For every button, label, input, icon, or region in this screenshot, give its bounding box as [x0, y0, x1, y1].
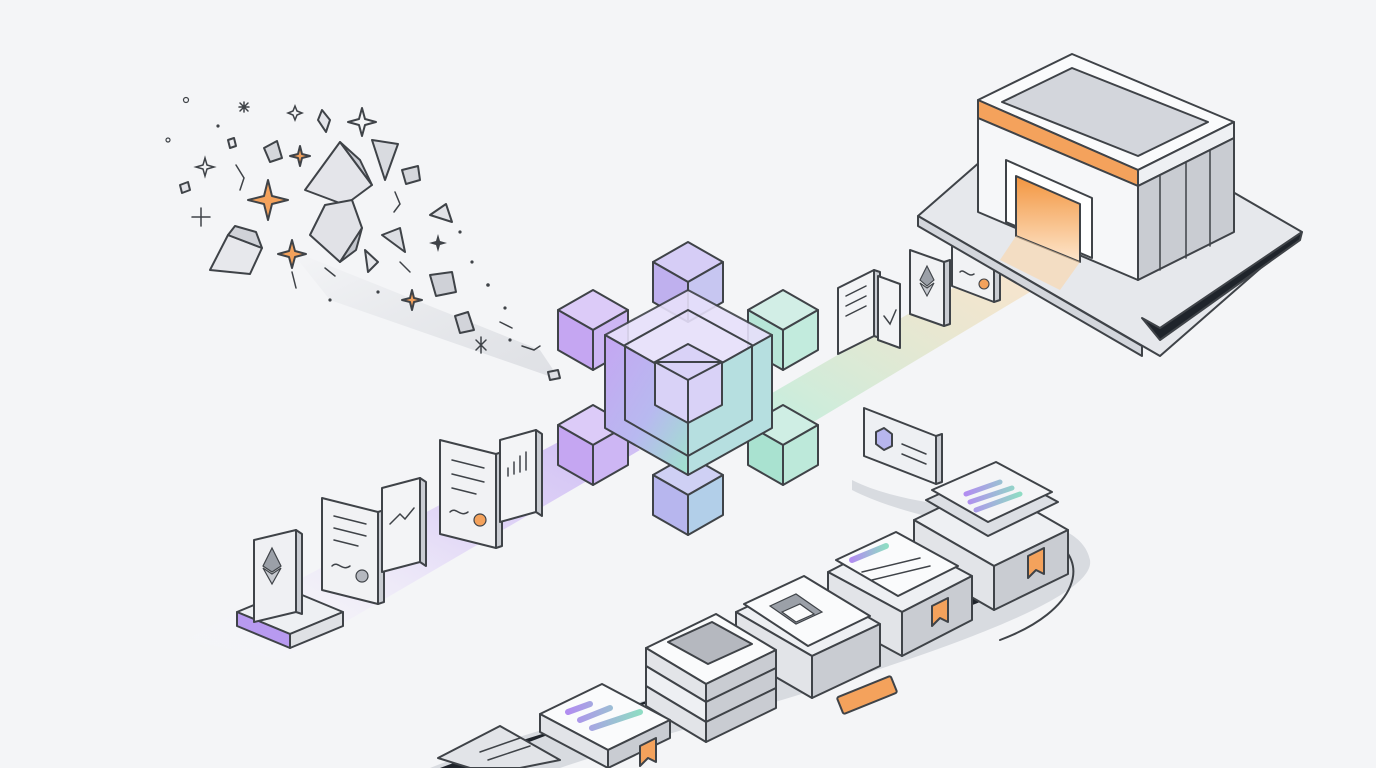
sparkle-icons: [191, 101, 487, 354]
satellite-cube: [557, 289, 629, 371]
debris-particles: [165, 96, 541, 351]
crate: [539, 683, 671, 768]
satellite-cube: [747, 404, 819, 486]
institution-building: [917, 53, 1303, 357]
central-cube-hub: [557, 241, 819, 536]
crate: [913, 461, 1069, 611]
house-icon: [768, 593, 824, 625]
crystal-shards-icon: [179, 109, 561, 381]
ethereum-token-stand: [236, 529, 344, 649]
crate: [827, 531, 973, 657]
ethereum-icon: [262, 546, 282, 586]
chart-card: [381, 477, 427, 573]
crate: [437, 725, 561, 768]
crate: [735, 575, 881, 699]
token-info-card: [863, 407, 943, 485]
certificate-card: [439, 439, 503, 549]
certificate-card: [321, 497, 385, 605]
bank-building-icon: [977, 53, 1235, 290]
bar-chart-card: [499, 429, 543, 523]
main-cube: [604, 289, 773, 476]
ethereum-card: [909, 249, 951, 327]
crystal-shards-cluster: [165, 96, 561, 381]
chart-card: [877, 275, 901, 349]
crate: [645, 613, 777, 743]
cube-network-icon: [557, 241, 819, 536]
conveyor-belt: [430, 461, 1091, 768]
token-card-row-left: [236, 429, 543, 649]
ethereum-icon: [919, 264, 935, 298]
